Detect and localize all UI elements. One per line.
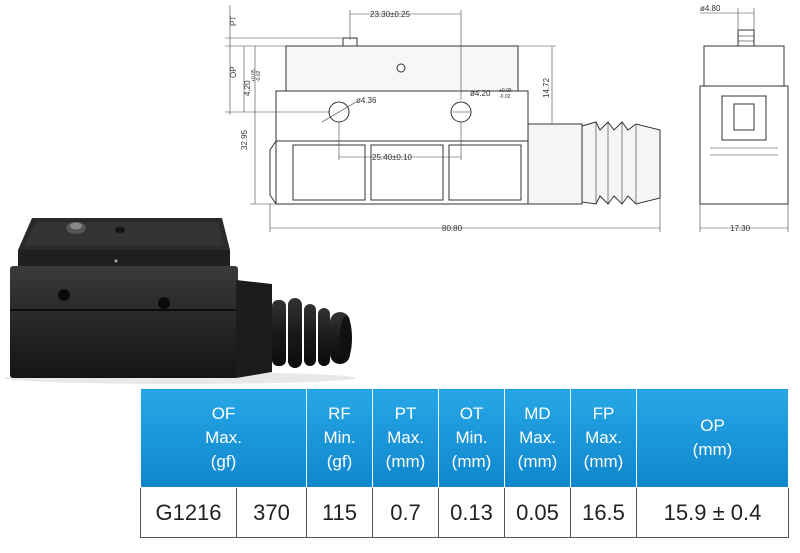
cell-fp: 16.5	[570, 487, 637, 538]
header-pt: PT Max. (mm)	[372, 388, 439, 488]
dim-op: OP	[229, 66, 238, 78]
dim-hole-4-36: ø4.36	[356, 96, 377, 105]
header-fp: FP Max. (mm)	[570, 388, 637, 488]
dim-hole-tol-lower: -0.02	[499, 94, 511, 100]
spec-table: OF Max. (gf) RF Min. (gf) PT Max. (mm) O…	[140, 388, 789, 538]
cell-rf: 115	[306, 487, 373, 538]
dimension-lines	[225, 5, 789, 232]
dim-4-80: ø4.80	[700, 4, 721, 13]
front-view	[269, 37, 661, 205]
dim-pt: PT	[229, 16, 238, 26]
dim-14-72: 14.72	[542, 77, 551, 98]
cell-model: G1216	[140, 487, 237, 538]
cell-ot: 0.13	[438, 487, 505, 538]
header-ot: OT Min. (mm)	[438, 388, 505, 488]
cell-pt: 0.7	[372, 487, 439, 538]
dim-80-80: 80.80	[442, 224, 463, 233]
dim-4-20-left-tol-upper: +0.05	[251, 69, 257, 82]
cell-of: 370	[236, 487, 307, 538]
product-photo	[5, 218, 355, 384]
dim-25-40: 25.40±0.10	[372, 153, 413, 162]
dim-17-30: 17.30	[730, 224, 751, 233]
spec-header-row: OF Max. (gf) RF Min. (gf) PT Max. (mm) O…	[140, 388, 789, 488]
dim-4-20-left: 4.20	[243, 80, 252, 96]
header-of: OF Max. (gf)	[140, 388, 307, 488]
side-view	[699, 29, 789, 205]
cell-op: 15.9 ± 0.4	[636, 487, 789, 538]
cell-md: 0.05	[504, 487, 571, 538]
table-row: G1216 370 115 0.7 0.13 0.05 16.5 15.9 ± …	[140, 487, 789, 538]
dim-4-20-left-tol-lower: -0.02	[256, 70, 262, 82]
dim-32-95: 32.95	[240, 129, 249, 150]
header-op: OP (mm)	[636, 388, 789, 488]
header-rf: RF Min. (gf)	[306, 388, 373, 488]
dim-hole-4-20: ø4.20	[470, 89, 491, 98]
dim-hole-tol-upper: +0.05	[499, 88, 512, 94]
technical-drawing: PT OP 4.20 +0.05 -0.02 32.95 23.30±0.25 …	[5, 4, 789, 384]
header-md: MD Max. (mm)	[504, 388, 571, 488]
dim-23-30: 23.30±0.25	[370, 10, 411, 19]
